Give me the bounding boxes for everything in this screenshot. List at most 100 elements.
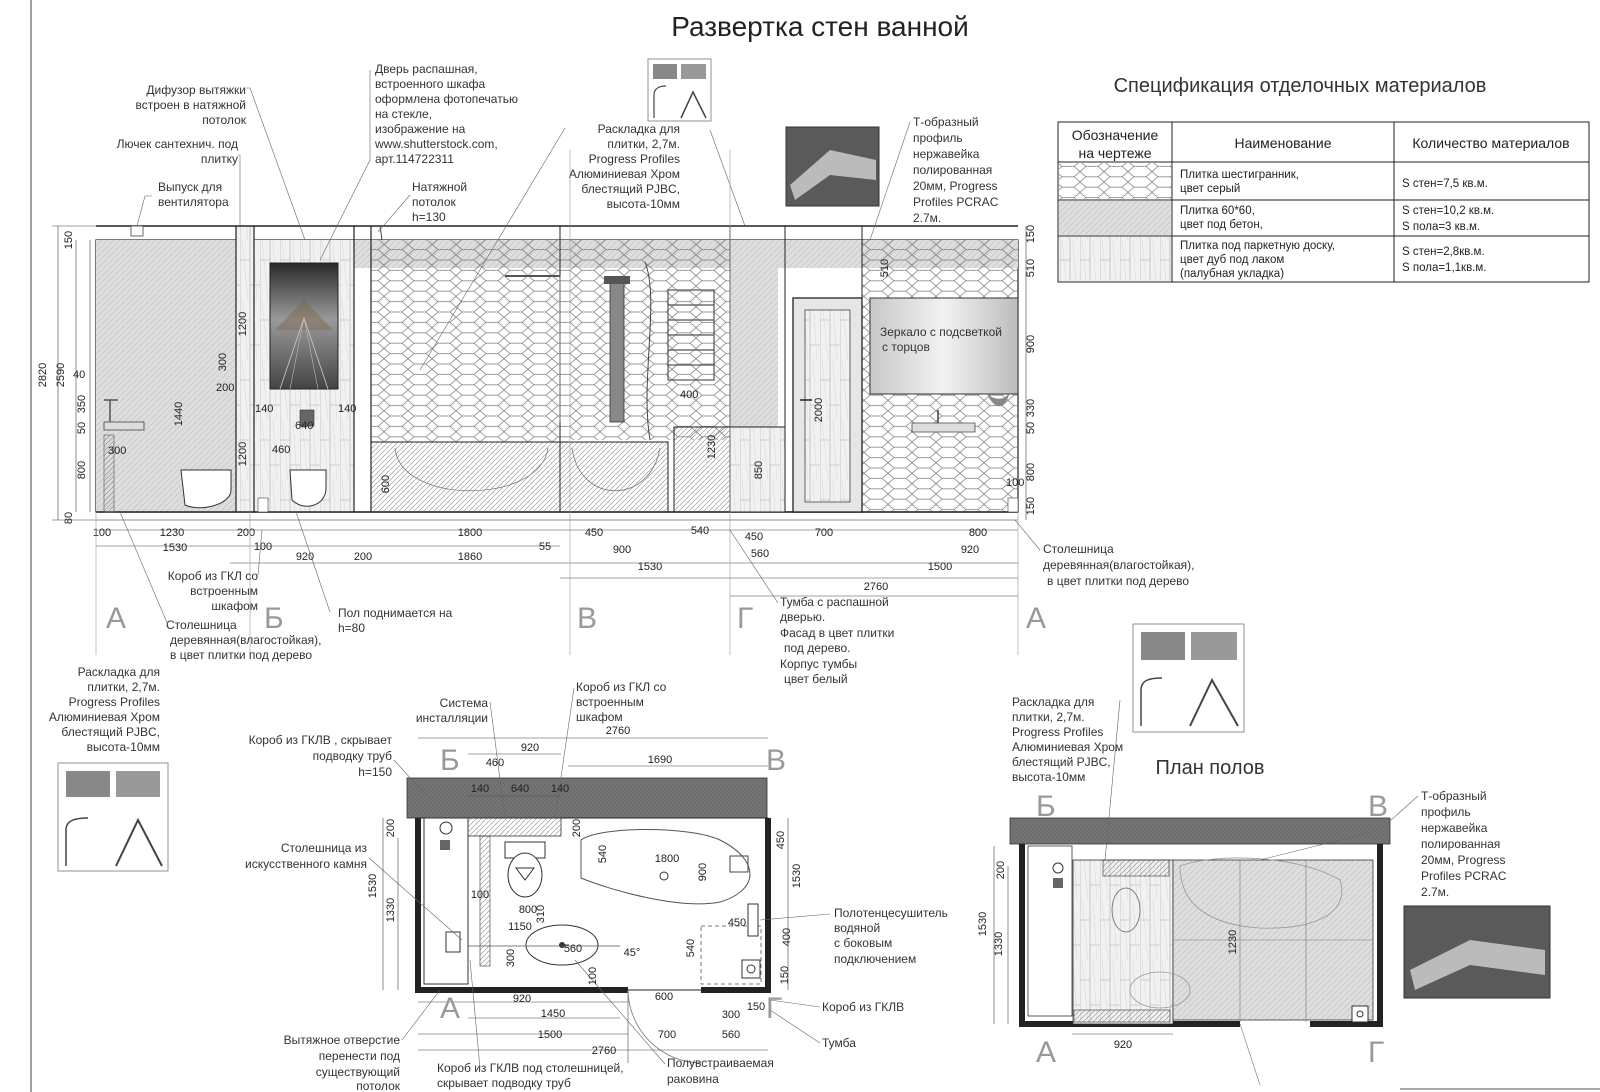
dim-b-560: 560 — [751, 548, 769, 560]
dim-b-1530: 1530 — [163, 542, 187, 554]
dim-600: 600 — [380, 475, 392, 493]
fixtures-plan-annotations: Система инсталляции Короб из ГКЛВ , скры… — [245, 680, 948, 1092]
label-trim-right-2: плитки, 2,7м. — [1012, 710, 1085, 724]
label-trim-right-4: Алюминиевая Хром — [1012, 740, 1123, 754]
dim-b-200b: 200 — [354, 551, 372, 563]
label-trim-right-1: Раскладка для — [1012, 695, 1094, 709]
dim-p1-140b: 140 — [551, 783, 569, 795]
dim-p2-200: 200 — [995, 861, 1007, 879]
floor-plan-title: План полов — [1156, 757, 1265, 779]
dim-p1-920b: 920 — [513, 993, 531, 1005]
label-countertop-left-1: Столешница — [166, 618, 237, 632]
dim-p1-900: 900 — [697, 863, 709, 881]
dim-140-b: 140 — [338, 403, 356, 415]
dim-p1-640: 640 — [511, 783, 529, 795]
dim-b-2760: 2760 — [864, 581, 888, 593]
dim-p1-1800: 1800 — [655, 853, 679, 865]
dim-p1-200b: 200 — [571, 819, 583, 837]
dim-p1-700: 700 — [658, 1029, 676, 1041]
dim-80: 80 — [63, 512, 75, 524]
dim-b-450b: 450 — [745, 531, 763, 543]
label-cabinet-2: дверью. — [780, 610, 825, 624]
dim-p1-100a: 100 — [471, 889, 489, 901]
dim-p1-560a: 560 — [564, 943, 582, 955]
dim-p1-1530a: 1530 — [367, 874, 379, 898]
dim-p1-150b: 150 — [747, 1001, 765, 1013]
floor-plan-annotations: Раскладка для плитки, 2,7м. Progress Pro… — [977, 623, 1551, 1069]
dim-p1-2760b: 2760 — [592, 1045, 616, 1057]
label-tprofile-top-1: Т-образный — [913, 115, 979, 129]
label-tprofile-top-6: Profiles PCRAC — [913, 195, 999, 209]
section-a-left: А — [106, 602, 126, 635]
label-cabinet-6: цвет белый — [784, 672, 848, 686]
page-title: Развертка стен ванной — [671, 11, 969, 42]
floor-plan: План полов — [1009, 757, 1391, 1086]
label-floor-raise-2: h=80 — [338, 621, 365, 635]
label-sink-1: Полувстраиваемая — [667, 1056, 774, 1070]
section-v: В — [577, 602, 597, 635]
dim-p2-920: 920 — [1114, 1039, 1132, 1051]
dim-150-r: 150 — [1025, 497, 1037, 515]
spec-row-1-name-2: цвет серый — [1180, 183, 1240, 195]
dim-150-top: 150 — [63, 231, 75, 249]
dim-p1-800: 800 — [519, 904, 537, 916]
label-tprofile-top-4: полированная — [913, 163, 992, 177]
label-door-print-6: www.shutterstock.com, — [374, 137, 498, 151]
dim-p1-450b: 450 — [728, 917, 746, 929]
label-diffuser-3: потолок — [202, 113, 246, 127]
spec-row-2-name-1: Плитка 60*60, — [1180, 205, 1255, 217]
dim-2820: 2820 — [37, 363, 49, 387]
section-p1-b: Б — [440, 744, 460, 777]
label-trim-left-2: плитки, 2,7м. — [87, 680, 160, 694]
label-towel-4: подключением — [834, 952, 916, 966]
label-stone-top-2: искусственного камня — [245, 857, 367, 871]
dim-p1-310: 310 — [535, 905, 547, 923]
dim-p1-540a: 540 — [597, 845, 609, 863]
label-countertop-left-2: деревянная(влагостойкая), — [170, 633, 322, 647]
spec-col-designation-1: Обозначение — [1072, 127, 1159, 143]
label-mirror-1: Зеркало с подсветкой — [880, 325, 1002, 339]
dim-p1-150a: 150 — [779, 966, 791, 984]
label-trim-left-1: Раскладка для — [78, 665, 160, 679]
label-stretch-ceiling-1: Натяжной — [412, 180, 467, 194]
label-hatch: Лючек сантехнич. под — [117, 137, 238, 151]
label-tprofile-right-7: 2.7м. — [1421, 885, 1449, 899]
spec-row-3-qty-1: S стен=2,8кв.м. — [1402, 246, 1485, 258]
label-tprofile-right-6: Profiles PCRAC — [1421, 869, 1507, 883]
label-door-print-5: изображение на — [375, 122, 466, 136]
label-stone-top-1: Столешница из — [281, 841, 368, 855]
label-tprofile-right-5: 20мм, Progress — [1421, 853, 1506, 867]
dim-b-100b: 100 — [254, 541, 272, 553]
materials-spec-table: Спецификация отделочных материалов Обозн… — [1057, 75, 1590, 283]
label-gkl-box-plan-1: Короб из ГКЛ со — [576, 680, 667, 694]
dim-b-200: 200 — [237, 527, 255, 539]
dim-b-1230: 1230 — [160, 527, 184, 539]
section-p2-b: Б — [1036, 790, 1056, 823]
label-gklv-pipes-1: Короб из ГКЛВ , скрывает — [249, 733, 393, 747]
dim-400: 400 — [680, 389, 698, 401]
label-fan-outlet-2: вентилятора — [158, 195, 229, 209]
label-fan-outlet: Выпуск для — [158, 180, 222, 194]
label-tprofile-right-3: нержавейка — [1421, 821, 1488, 835]
label-gklv-under-2: скрывает подводку труб — [437, 1076, 571, 1090]
dim-p1-460: 460 — [486, 757, 504, 769]
trim-note-left: Раскладка для плитки, 2,7м. Progress Pro… — [49, 665, 169, 872]
section-a-right: А — [1026, 602, 1046, 635]
dim-p1-300a: 300 — [505, 949, 517, 967]
label-gkl-box-2: встроенным — [190, 584, 258, 598]
wall-elevation — [95, 225, 1019, 521]
label-tprofile-right-2: профиль — [1421, 805, 1471, 819]
label-mirror-2: с торцов — [882, 340, 930, 354]
label-tprofile-right-4: полированная — [1421, 837, 1500, 851]
dim-1200-b: 1200 — [237, 442, 249, 466]
dim-p1-560b: 560 — [722, 1029, 740, 1041]
dim-p1-1330: 1330 — [385, 898, 397, 922]
label-exhaust-2: перенести под — [319, 1049, 400, 1063]
label-countertop-right-1: Столешница — [1043, 542, 1114, 556]
trim-profile-icon-top — [647, 58, 712, 122]
label-gkl-box-1: Короб из ГКЛ со — [168, 569, 259, 583]
dim-b-55: 55 — [539, 541, 551, 553]
section-g: Г — [737, 602, 753, 635]
dim-1230: 1230 — [706, 435, 718, 459]
